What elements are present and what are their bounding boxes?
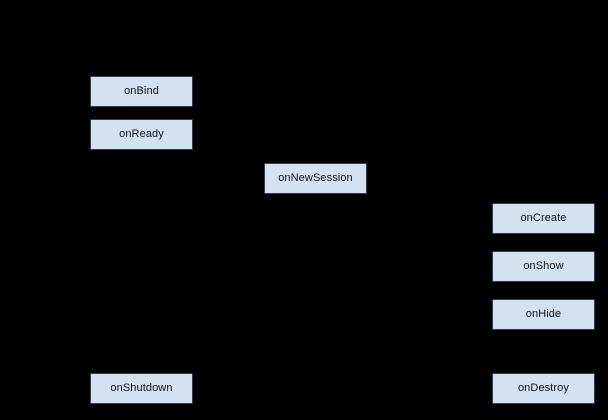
node-on-ready[interactable]: onReady bbox=[90, 119, 193, 150]
node-on-shutdown[interactable]: onShutdown bbox=[90, 373, 193, 404]
node-label-on-show: onShow bbox=[523, 260, 564, 272]
node-on-bind[interactable]: onBind bbox=[90, 76, 193, 107]
node-label-on-shutdown: onShutdown bbox=[110, 382, 173, 394]
node-on-destroy[interactable]: onDestroy bbox=[492, 373, 595, 404]
node-on-hide[interactable]: onHide bbox=[492, 299, 595, 330]
node-on-show[interactable]: onShow bbox=[492, 251, 595, 282]
node-label-on-hide: onHide bbox=[525, 308, 562, 320]
node-label-on-bind: onBind bbox=[124, 85, 159, 97]
node-label-on-ready: onReady bbox=[119, 128, 164, 140]
node-label-on-create: onCreate bbox=[520, 212, 567, 224]
node-on-new-session[interactable]: onNewSession bbox=[264, 163, 367, 194]
node-on-create[interactable]: onCreate bbox=[492, 203, 595, 234]
node-label-on-new-session: onNewSession bbox=[278, 172, 353, 184]
node-label-on-destroy: onDestroy bbox=[517, 382, 570, 394]
